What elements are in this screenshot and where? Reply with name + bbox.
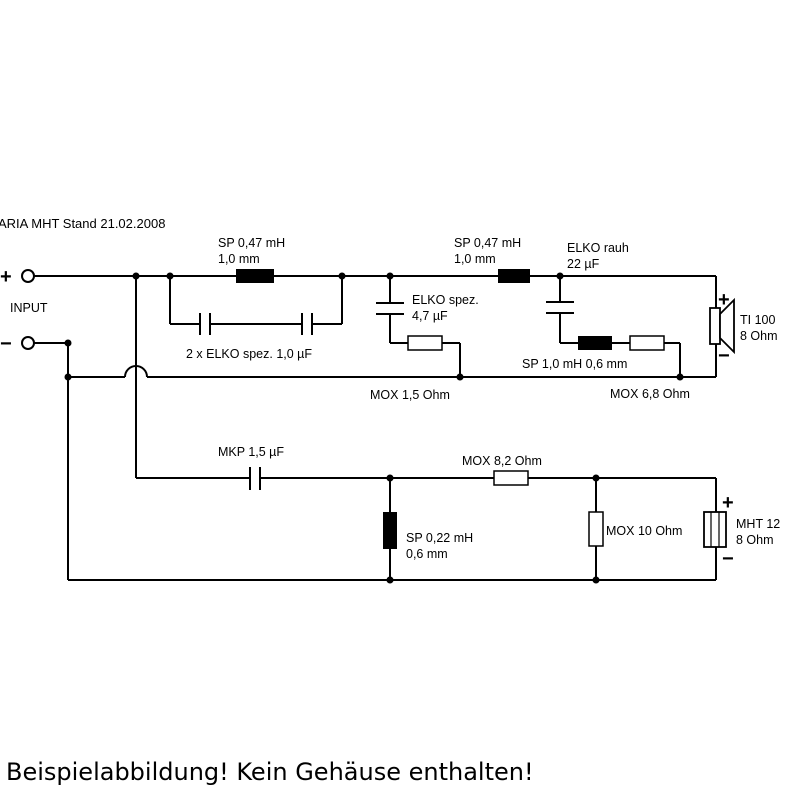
input-minus-terminal [21, 336, 35, 350]
sp2-label-value: SP 0,47 mH [454, 236, 521, 250]
elko-spez-label-name: ELKO spez. [412, 293, 479, 307]
elko-rauh-label-value: 22 µF [567, 257, 600, 271]
inductor-sp3 [578, 336, 612, 350]
elko-rauh-label-name: ELKO rauh [567, 241, 629, 255]
sp4-label-wire: 0,6 mm [406, 547, 448, 561]
mkp-label: MKP 1,5 µF [218, 445, 284, 459]
mht12-minus-sign: − [722, 548, 734, 570]
elko-pair-label: 2 x ELKO spez. 1,0 µF [186, 347, 312, 361]
junction-dots [64, 272, 684, 584]
resistor-mox10 [588, 511, 604, 547]
caption-note: Beispielabbildung! Kein Gehäuse enthalte… [6, 758, 534, 786]
sp1-label-value: SP 0,47 mH [218, 236, 285, 250]
mht12-plus-sign: + [722, 492, 734, 514]
mht12-label-impedance: 8 Ohm [736, 533, 774, 547]
mox10-label: MOX 10 Ohm [606, 524, 682, 538]
elko-spez-label-value: 4,7 µF [412, 309, 448, 323]
ti100-plus-sign: + [718, 289, 730, 311]
mht12-label-name: MHT 12 [736, 517, 780, 531]
ti100-label-name: TI 100 [740, 313, 775, 327]
ti100-label-impedance: 8 Ohm [740, 329, 778, 343]
input-minus-sign: − [0, 333, 12, 355]
inductor-sp2 [498, 269, 530, 283]
schematic-title: ARIA MHT Stand 21.02.2008 [0, 216, 165, 231]
resistor-mox68 [629, 335, 665, 351]
inductor-sp1 [236, 269, 274, 283]
input-plus-sign: + [0, 266, 12, 288]
sp2-label-wire: 1,0 mm [454, 252, 496, 266]
resistor-mox15 [407, 335, 443, 351]
speaker-mht12-icon [703, 511, 727, 548]
capacitor-elko-pair-right [301, 313, 313, 335]
capacitor-elko-spez [376, 302, 404, 315]
capacitor-mkp [249, 467, 261, 490]
mox15-label: MOX 1,5 Ohm [370, 388, 450, 402]
capacitor-elko-pair-left [199, 313, 211, 335]
speaker-ti100-icon [709, 297, 735, 355]
input-terminals: + INPUT − [0, 266, 48, 355]
input-plus-terminal [21, 269, 35, 283]
inductor-sp4 [383, 512, 397, 549]
sp3-label: SP 1,0 mH 0,6 mm [522, 357, 627, 371]
mox82-label: MOX 8,2 Ohm [462, 454, 542, 468]
sp1-label-wire: 1,0 mm [218, 252, 260, 266]
resistor-mox82 [493, 470, 529, 486]
mox68-label: MOX 6,8 Ohm [610, 387, 690, 401]
capacitor-elko-rauh [546, 301, 574, 314]
ti100-minus-sign: − [718, 345, 730, 367]
input-label: INPUT [10, 301, 48, 315]
sp4-label-value: SP 0,22 mH [406, 531, 473, 545]
